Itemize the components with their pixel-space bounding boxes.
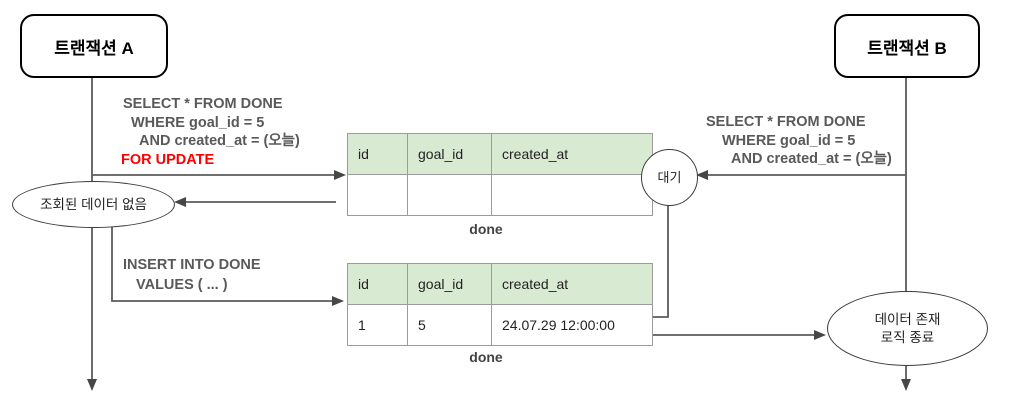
transaction-a-label: 트랜잭션 A xyxy=(54,38,134,58)
cell-created-at: 24.07.29 12:00:00 xyxy=(491,304,653,346)
header-cell-created-at: created_at xyxy=(491,133,653,175)
table-row: 1 5 24.07.29 12:00:00 xyxy=(347,304,653,346)
cell-goal-id: 5 xyxy=(407,304,492,346)
transaction-a-box: 트랜잭션 A xyxy=(20,14,168,78)
done-table-empty: id goal_id created_at xyxy=(347,133,653,216)
done-table-empty-caption: done xyxy=(469,221,503,237)
lifeline-a-arrowhead xyxy=(87,379,97,391)
arrow-table1-return-head xyxy=(174,197,186,207)
sql-a-for-update: FOR UPDATE xyxy=(121,151,215,168)
table-row xyxy=(347,174,653,216)
arrow-insert-head xyxy=(332,296,344,306)
sql-b-line-1: SELECT * FROM DONE xyxy=(706,114,866,130)
arrow-a-select-head xyxy=(334,170,346,180)
sql-b-line-2: WHERE goal_id = 5 xyxy=(722,132,856,149)
cell-goal-id xyxy=(407,174,492,216)
arrow-insert-line xyxy=(111,224,333,302)
insert-sql-text: INSERT INTO DONE VALUES ( ... ) xyxy=(123,256,261,295)
done-table-filled: id goal_id created_at 1 5 24.07.29 12:00… xyxy=(347,263,653,346)
data-exists-line-2: 로직 종료 xyxy=(880,329,935,345)
cell-id: 1 xyxy=(347,304,408,346)
sql-a-line-3: AND created_at = (오늘) xyxy=(139,133,300,149)
sql-b-line-3: AND created_at = (오늘) xyxy=(731,151,892,167)
cell-id xyxy=(347,174,408,216)
data-exists-ellipse: 데이터 존재 로직 종료 xyxy=(827,291,988,366)
sql-a-line-1: SELECT * FROM DONE xyxy=(123,96,283,112)
transaction-b-label: 트랜잭션 B xyxy=(867,38,947,58)
sql-b-text: SELECT * FROM DONE WHERE goal_id = 5 AND… xyxy=(706,113,892,169)
arrow-b-select-head xyxy=(696,170,708,180)
table-header-row: id goal_id created_at xyxy=(347,133,653,175)
transaction-b-box: 트랜잭션 B xyxy=(834,14,980,78)
header-cell-created-at: created_at xyxy=(491,263,653,305)
data-exists-line-1: 데이터 존재 xyxy=(874,311,941,327)
wait-circle: 대기 xyxy=(641,149,698,206)
cell-created-at xyxy=(491,174,653,216)
no-data-label: 조회된 데이터 없음 xyxy=(40,196,147,212)
insert-line-2: VALUES ( ... ) xyxy=(136,276,228,293)
arrow-table2-exists-head xyxy=(814,330,826,340)
no-data-ellipse: 조회된 데이터 없음 xyxy=(12,181,175,228)
wait-label: 대기 xyxy=(657,169,682,185)
insert-line-1: INSERT INTO DONE xyxy=(123,257,261,273)
done-table-filled-caption: done xyxy=(469,349,503,365)
header-cell-goal-id: goal_id xyxy=(407,263,492,305)
header-cell-goal-id: goal_id xyxy=(407,133,492,175)
header-cell-id: id xyxy=(347,133,408,175)
sql-a-line-2: WHERE goal_id = 5 xyxy=(131,114,265,131)
sql-a-text: SELECT * FROM DONE WHERE goal_id = 5 AND… xyxy=(121,95,300,169)
lifeline-b-arrowhead xyxy=(901,379,911,391)
header-cell-id: id xyxy=(347,263,408,305)
table-header-row: id goal_id created_at xyxy=(347,263,653,305)
